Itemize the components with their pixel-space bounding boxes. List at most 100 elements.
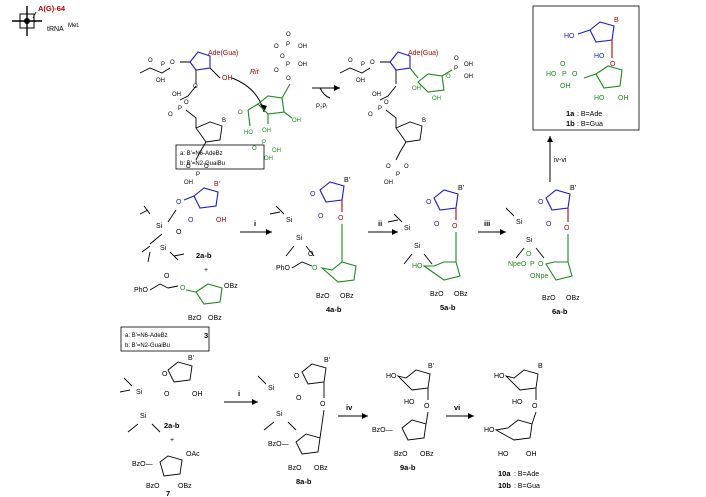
legend-top-a: a: B'=N6-AdeBz: [180, 151, 223, 157]
compound-2ab-top-structure: B' OH O O Si O Si: [139, 181, 227, 263]
svg-text:Ade(Gua): Ade(Gua): [408, 50, 438, 57]
svg-text:NpeO: NpeO: [508, 261, 527, 268]
trna-sup: Met.: [68, 23, 80, 29]
svg-text:OH: OH: [464, 62, 473, 68]
svg-text:HO: HO: [494, 373, 505, 380]
svg-text:OH: OH: [618, 95, 629, 102]
svg-text:OH: OH: [356, 78, 365, 84]
svg-text:OH: OH: [156, 78, 165, 84]
svg-text:OH: OH: [412, 86, 421, 92]
svg-text:O: O: [348, 58, 353, 64]
svg-text:OBz: OBz: [314, 465, 328, 472]
compound-4ab-label: 4a-b: [326, 305, 342, 314]
plus-bottom: +: [170, 437, 174, 444]
svg-text:O: O: [252, 146, 257, 152]
svg-text:P: P: [161, 62, 165, 68]
svg-text:B: B: [614, 17, 619, 24]
svg-text:HO: HO: [412, 263, 423, 270]
compound-9ab-structure: HO B' HO O BzO— BzO OBz: [372, 363, 434, 458]
svg-text:OH: OH: [264, 156, 273, 162]
svg-text:OH: OH: [560, 83, 571, 90]
svg-text:B': B': [344, 177, 350, 184]
step-ii-label: ii: [378, 219, 382, 228]
compound-1b-desc: : B=Gua: [577, 121, 603, 128]
svg-text:P: P: [454, 66, 458, 72]
svg-text:B': B': [324, 357, 330, 364]
svg-text:O: O: [164, 273, 170, 280]
ppi-label: P₂Pᵢ: [316, 104, 327, 110]
svg-text:OH: OH: [262, 128, 271, 134]
svg-text:PhO: PhO: [276, 265, 291, 272]
svg-text:O: O: [610, 61, 616, 68]
legend-bottom-b: b: B'=N2-GuaiBu: [125, 343, 170, 349]
svg-text:OH: OH: [272, 148, 281, 154]
svg-text:O: O: [454, 56, 459, 62]
svg-text:BzO—: BzO—: [268, 441, 289, 448]
svg-text:O: O: [310, 191, 316, 198]
svg-text:O: O: [368, 112, 373, 118]
svg-text:P: P: [378, 106, 382, 112]
svg-text:Si: Si: [268, 385, 275, 392]
compound-1a-label: 1a: [566, 109, 575, 118]
step-i-label-bottom: i: [238, 389, 240, 398]
svg-text:PhO: PhO: [134, 287, 149, 294]
svg-text:Si: Si: [404, 225, 411, 232]
svg-text:OBz: OBz: [178, 483, 192, 490]
compound-10a-label: 10a: [498, 469, 511, 478]
svg-text:P: P: [286, 62, 290, 68]
svg-text:B': B': [188, 355, 194, 362]
svg-text:O: O: [526, 251, 532, 258]
svg-text:B': B': [570, 185, 576, 192]
compound-5ab-label: 5a-b: [440, 303, 456, 312]
svg-text:B': B': [214, 181, 220, 188]
svg-text:O: O: [188, 217, 194, 224]
svg-text:Si: Si: [156, 223, 163, 230]
svg-text:O: O: [176, 199, 182, 206]
svg-text:B': B': [428, 363, 434, 370]
svg-text:OH: OH: [184, 180, 193, 186]
svg-text:O: O: [274, 44, 279, 50]
svg-text:OH: OH: [222, 75, 233, 82]
svg-text:P: P: [396, 172, 400, 178]
svg-text:HO: HO: [512, 399, 523, 406]
compound-2ab-bottom-structure: B' OH O Si O Si: [119, 355, 203, 433]
svg-text:P: P: [562, 71, 567, 78]
compound-7-structure: BzO— OAc BzO OBz: [132, 451, 200, 490]
svg-text:Si: Si: [286, 217, 293, 224]
svg-text:OBz: OBz: [566, 295, 580, 302]
svg-text:BzO: BzO: [146, 483, 160, 490]
svg-text:OH: OH: [216, 217, 227, 224]
svg-text:BzO: BzO: [394, 451, 408, 458]
step-ivvi-label: iv-vi: [554, 157, 567, 164]
svg-text:HO: HO: [564, 33, 575, 40]
svg-text:OH: OH: [464, 74, 473, 80]
svg-text:B': B': [458, 185, 464, 192]
svg-text:OBz: OBz: [208, 315, 222, 322]
svg-text:HO: HO: [498, 451, 509, 458]
svg-text:O: O: [384, 100, 389, 106]
svg-text:P: P: [196, 172, 200, 178]
legend-top: [175, 144, 265, 170]
svg-text:HO: HO: [404, 399, 415, 406]
legend-top-b: b: B'=N2-GuaiBu: [180, 161, 225, 167]
svg-text:O: O: [312, 265, 318, 272]
svg-text:O: O: [308, 251, 314, 258]
compound-6ab-structure: B' O O Si Si O NpeO P O O ONpe BzO OBz: [505, 185, 580, 302]
svg-text:B: B: [222, 118, 226, 124]
svg-text:HO: HO: [244, 130, 253, 136]
svg-text:OH: OH: [298, 44, 307, 50]
svg-text:O: O: [404, 164, 409, 170]
compound-3-structure: PhO O O OBz BzO OBz: [134, 273, 238, 322]
svg-text:Si: Si: [516, 219, 523, 226]
svg-text:Si: Si: [160, 245, 167, 252]
svg-text:O: O: [148, 58, 153, 64]
svg-text:O: O: [338, 215, 344, 222]
svg-text:O: O: [162, 371, 168, 378]
svg-text:O: O: [168, 112, 173, 118]
svg-text:HO: HO: [386, 373, 397, 380]
svg-text:P: P: [361, 62, 365, 68]
step-iv-label: iv: [346, 403, 353, 412]
